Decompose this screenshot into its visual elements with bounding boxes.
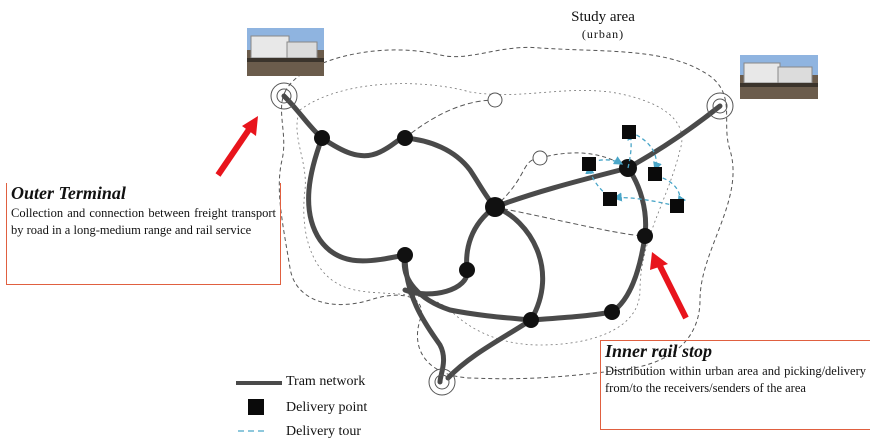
study-area-title: Study area <box>571 9 635 25</box>
outer-terminal-title: Outer Terminal <box>11 183 126 203</box>
tram-station <box>314 130 330 146</box>
open-stop <box>532 150 548 166</box>
delivery-point <box>622 125 636 139</box>
legend-delivery-swatch <box>248 399 264 415</box>
delivery-point <box>670 199 684 213</box>
legend-delivery-tour-label: Delivery tour <box>286 424 362 439</box>
legend-delivery-point-label: Delivery point <box>286 400 368 415</box>
tram-line <box>528 233 648 323</box>
legend-tram-network-label: Tram network <box>286 374 366 389</box>
terminal-photo-left <box>247 28 324 76</box>
legend-graphics <box>236 381 282 432</box>
tram-line <box>402 252 447 385</box>
tram-station <box>397 130 413 146</box>
inner-rail-stop-title: Inner rail stop <box>605 341 713 361</box>
tram-station <box>459 262 475 278</box>
outer-terminal-callout: Outer Terminal Collection and connection… <box>6 183 281 285</box>
tram-station <box>397 247 413 263</box>
tram-station <box>523 312 539 328</box>
delivery-point <box>582 157 596 171</box>
tram-line <box>445 317 534 381</box>
inner-rail-stop-callout: Inner rail stop Distribution within urba… <box>600 340 870 430</box>
open-stop <box>487 92 503 108</box>
tram-line <box>492 103 723 210</box>
tram-station <box>604 304 620 320</box>
terminal-marker <box>428 368 456 396</box>
secondary-link <box>539 152 629 169</box>
secondary-link <box>404 99 496 139</box>
terminal-marker <box>270 82 298 110</box>
terminal-photo-right <box>740 55 818 99</box>
tram-line <box>492 204 546 323</box>
tram-station <box>485 197 505 217</box>
study-area-subtitle: (urban) <box>581 27 625 41</box>
inner-area-boundary <box>296 83 683 346</box>
study-area-boundary <box>278 46 734 380</box>
terminal-marker <box>706 92 734 120</box>
secondary-link <box>494 206 646 237</box>
secondary-link <box>494 157 541 208</box>
inner-rail-stop-arrow <box>650 252 689 320</box>
tram-line <box>306 135 408 264</box>
tram-line <box>402 204 498 297</box>
inner-rail-stop-description: Distribution within urban area and picki… <box>605 364 866 395</box>
outer-terminal-arrow <box>215 116 258 177</box>
delivery-tour-segment <box>627 130 636 169</box>
delivery-tour-segment <box>612 192 677 207</box>
tram-station <box>637 228 653 244</box>
delivery-point <box>603 192 617 206</box>
tram-line <box>625 165 649 239</box>
outer-terminal-description: Collection and connection between freigh… <box>11 206 276 237</box>
delivery-point <box>648 167 662 181</box>
